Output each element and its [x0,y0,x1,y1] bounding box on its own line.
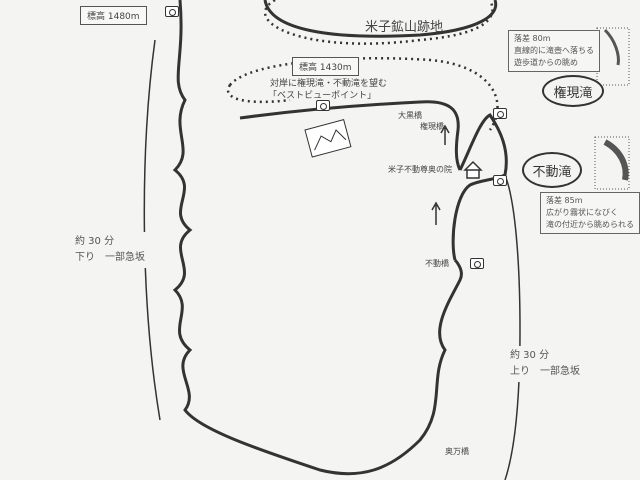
mine-ruins-label: 米子鉱山跡地 [365,20,444,35]
note-line: 直線的に滝壺へ落ちる [514,46,594,55]
viewpoint-caption: 対岸に権現滝・不動滝を望む [270,79,388,89]
camera-icon [493,108,507,119]
upper-trail [239,100,462,171]
descent-desc: 下り 一部急坂 [75,252,145,263]
camera-icon [316,100,330,111]
shrine-label: 米子不動尊奥の院 [388,165,452,174]
shrine-icon [463,160,483,179]
loop-trail [451,113,508,261]
dotted-ridge [226,84,291,104]
descent-time-note: 約 30 分 下り 一部急坂 [70,232,150,268]
note-line: 広がり霧状になびく [546,208,618,217]
note-line: 滝の付近から眺められる [546,220,634,229]
east-trail [504,174,521,480]
fudo-falls-label: 不動滝 [522,152,582,188]
ascent-desc: 上り 一部急坂 [510,366,580,377]
dotted-boundary [229,0,499,131]
ookuro-bridge-label: 大黒橋 [398,111,422,120]
west-trail [172,0,463,476]
fudo-bridge-label: 不動橋 [425,259,449,268]
note-line: 落差 80m [514,34,551,43]
ascent-time-note: 約 30 分 上り 一部急坂 [505,346,585,382]
ascent-time: 約 30 分 [510,350,550,361]
photo-icon [304,119,352,158]
descent-arrow-line [143,39,161,421]
arrow-up-2 [440,124,450,145]
arrow-up [431,201,441,225]
descent-time: 約 30 分 [75,236,115,247]
gongen-falls-note: 落差 80m 直線的に滝壺へ落ちる 遊歩道からの眺め [508,30,600,72]
best-view-label: 「ベストビューポイント」 [268,91,377,101]
okuman-bridge-label: 奥万橋 [445,447,469,456]
note-line: 落差 85m [546,196,583,205]
camera-icon [493,175,507,186]
camera-icon [470,258,484,269]
gongen-bridge-label: 権現橋 [420,122,444,131]
elevation-1430-label: 標高 1430m [292,57,359,76]
falls-fudo [603,139,629,181]
gongen-falls-label: 権現滝 [542,75,604,107]
camera-icon [165,6,179,17]
fudo-falls-note: 落差 85m 広がり霧状になびく 滝の付近から眺められる [540,192,640,234]
falls-gongen [603,28,620,66]
elevation-1480-label: 標高 1480m [80,6,147,25]
note-line: 遊歩道からの眺め [514,58,578,67]
